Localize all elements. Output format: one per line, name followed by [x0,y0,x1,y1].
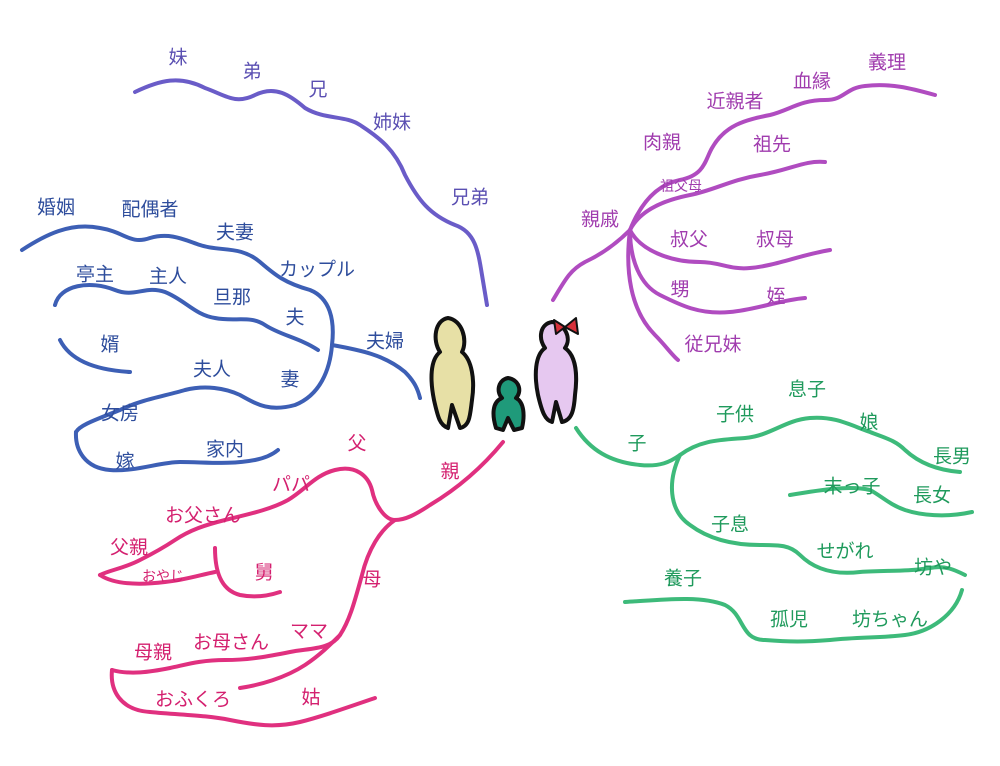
parents-branch [98,440,505,728]
node-shuuto: 舅 [254,561,274,584]
node-teishu: 亭主 [75,263,115,286]
spouse-branch [20,224,422,473]
node-chichioya: 父親 [109,536,149,559]
node-fuufu: 夫婦 [365,330,405,353]
node-chichi: 父 [347,432,367,455]
node-shujin: 主人 [148,265,188,288]
children-branch [574,415,974,644]
node-segare: せがれ [816,540,874,563]
node-sosen: 祖先 [752,133,792,156]
node-mama: ママ [289,620,329,643]
node-bocchan: 坊ちゃん [851,608,929,631]
node-ani: 兄 [308,78,328,101]
node-yome: 嫁 [115,450,135,473]
node-youshi: 養子 [663,567,703,590]
node-shinseki: 親戚 [580,208,620,231]
node-hahaoya: 母親 [133,641,173,664]
node-papa: パパ [271,473,311,496]
siblings-branch [133,78,489,307]
node-haha: 母 [362,568,382,591]
node-shimai: 姉妹 [372,111,412,134]
node-fujin: 夫人 [192,358,232,381]
node-suekko: 末っ子 [823,475,881,498]
node-oba: 叔母 [755,228,795,251]
node-ketsuen: 血縁 [792,70,832,93]
node-mei: 姪 [766,285,786,308]
node-kinshinsha: 近親者 [706,90,764,113]
node-nikushin: 肉親 [642,131,682,154]
node-ofukuro: おふくろ [154,688,232,711]
node-muko: 婿 [100,333,120,356]
node-ko: 子 [627,432,647,455]
node-fusai: 夫妻 [215,221,255,244]
node-imouto: 妹 [168,46,188,69]
node-koji: 孤児 [769,608,809,631]
bow-icon [553,317,579,335]
node-oyaji: おやじ [142,569,184,585]
node-oji: 叔父 [669,228,709,251]
relatives-branch [551,83,937,362]
node-otto: 夫 [285,306,305,329]
node-shisoku: 子息 [710,513,750,536]
node-itoko: 従兄妹 [684,333,742,356]
node-chounan: 長男 [932,445,972,468]
node-tsuma: 妻 [280,368,300,391]
node-danna: 旦那 [212,286,252,309]
node-okaasan: お母さん [192,631,270,654]
node-bouya: 坊や [913,556,953,579]
node-kodomo: 子供 [715,403,755,426]
node-kanai: 家内 [205,438,245,461]
node-musuko: 息子 [787,378,827,401]
node-konin: 婚姻 [36,196,76,219]
node-haigusha: 配偶者 [121,198,179,221]
adult-figure-right [533,320,579,424]
node-otousan: お父さん [164,504,242,527]
node-shuutome: 姑 [301,686,321,709]
node-nyoubou: 女房 [100,402,140,425]
node-musume: 娘 [859,411,879,434]
node-oya: 親 [440,460,460,483]
node-kyoudai: 兄弟 [450,186,490,209]
node-otouto: 弟 [242,60,262,83]
node-sofubo: 祖父母 [660,179,702,195]
node-choujo: 長女 [912,484,952,507]
node-oi: 甥 [670,278,690,301]
adult-figure-left [429,316,476,430]
child-figure [491,376,526,432]
node-couple: カップル [278,258,356,281]
family-figures [429,316,579,432]
node-giri: 義理 [867,51,907,74]
